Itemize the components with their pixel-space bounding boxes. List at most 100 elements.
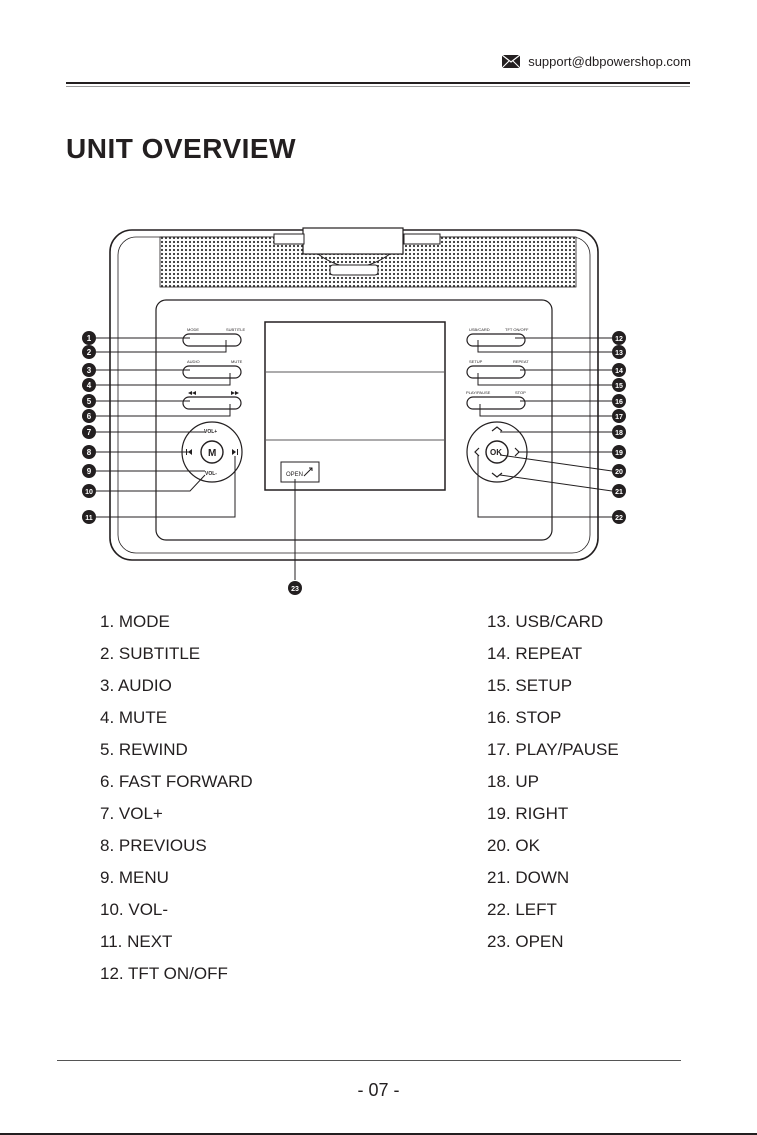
legend-item: 7. VOL+ [100, 804, 163, 823]
legend-item: 20. OK [487, 836, 540, 855]
play-pause-label: PLAY/PAUSE [466, 390, 491, 395]
callout-18: 18 [612, 425, 626, 439]
mute-label: MUTE [231, 359, 243, 364]
svg-text:17: 17 [615, 414, 623, 421]
callout-12: 12 [612, 331, 626, 345]
legend-item: 13. USB/CARD [487, 612, 604, 631]
legend-item: 22. LEFT [487, 900, 557, 919]
rewind-fastforward-button[interactable] [182, 396, 242, 410]
next-icon [232, 449, 238, 455]
legend-item: 18. UP [487, 772, 539, 791]
callout-7: 7 [82, 425, 96, 439]
legend-item: 2. SUBTITLE [100, 644, 201, 663]
svg-text:11: 11 [85, 515, 93, 522]
svg-text:10: 10 [85, 489, 93, 496]
legend-item: 17. PLAY/PAUSE [487, 740, 619, 759]
vol-plus-label: VOL+ [204, 429, 217, 435]
svg-text:18: 18 [615, 430, 623, 437]
mode-subtitle-button[interactable] [182, 333, 242, 347]
open-button[interactable] [280, 461, 320, 483]
callout-10: 10 [82, 484, 96, 498]
speaker-slot [329, 264, 379, 276]
down-arrow-icon [491, 472, 503, 478]
legend-left: 1. MODE 2. SUBTITLE 3. AUDIO 4. MUTE 5. … [100, 612, 253, 996]
callout-8: 8 [82, 445, 96, 459]
callout-1: 1 [82, 331, 96, 345]
legend-item: 14. REPEAT [487, 644, 583, 663]
header-rule-thin [66, 86, 690, 87]
menu-button[interactable] [200, 440, 224, 464]
lid-latch [302, 227, 404, 255]
svg-text:9: 9 [87, 467, 92, 476]
ok-button[interactable] [485, 440, 509, 464]
svg-text:22: 22 [615, 515, 623, 522]
callout-3: 3 [82, 363, 96, 377]
footer-rule [57, 1060, 681, 1061]
callout-14: 14 [612, 363, 626, 377]
header-rule [66, 82, 690, 84]
open-arrow-icon [303, 467, 313, 477]
callout-9: 9 [82, 464, 96, 478]
svg-text:14: 14 [615, 368, 623, 375]
svg-text:7: 7 [87, 428, 92, 437]
legend-item: 23. OPEN [487, 932, 564, 951]
subtitle-label: SUBTITLE [226, 327, 245, 332]
callout-16: 16 [612, 394, 626, 408]
header-email: support@dbpowershop.com [502, 54, 691, 69]
page-title: UNIT OVERVIEW [66, 133, 297, 164]
hinge-right [403, 233, 441, 245]
svg-text:12: 12 [615, 336, 623, 343]
device-diagram: OPEN MODE SUBTITLE AUDIO MUTE M VOL+ VOL… [82, 227, 626, 595]
callout-21: 21 [612, 484, 626, 498]
repeat-label: REPEAT [513, 359, 529, 364]
legend-item: 19. RIGHT [487, 804, 569, 823]
svg-text:2: 2 [87, 348, 92, 357]
callout-20: 20 [612, 464, 626, 478]
svg-text:8: 8 [87, 448, 92, 457]
left-arrow-icon [474, 447, 480, 457]
left-button-group [182, 333, 242, 410]
right-button-group [466, 333, 526, 410]
callout-11: 11 [82, 510, 96, 524]
email-address: support@dbpowershop.com [528, 54, 691, 69]
right-leader-lines [294, 337, 613, 580]
bottom-rule [0, 1133, 757, 1135]
callout-5: 5 [82, 394, 96, 408]
svg-text:1: 1 [87, 334, 92, 343]
svg-text:6: 6 [87, 412, 92, 421]
ok-key-label: OK [490, 448, 502, 457]
open-label: OPEN [286, 472, 303, 478]
svg-text:5: 5 [87, 397, 92, 406]
stop-label: STOP [515, 390, 526, 395]
legend-item: 1. MODE [100, 612, 170, 631]
play-stop-button[interactable] [466, 396, 526, 410]
svg-text:16: 16 [615, 399, 623, 406]
callout-6: 6 [82, 409, 96, 423]
callout-19: 19 [612, 445, 626, 459]
callout-17: 17 [612, 409, 626, 423]
legend-right: 13. USB/CARD 14. REPEAT 15. SETUP 16. ST… [487, 612, 619, 964]
menu-key-label: M [208, 448, 216, 459]
usb-tft-button[interactable] [466, 333, 526, 347]
callout-4: 4 [82, 378, 96, 392]
legend-item: 16. STOP [487, 708, 562, 727]
svg-text:21: 21 [615, 489, 623, 496]
svg-text:23: 23 [291, 586, 299, 593]
legend-item: 11. NEXT [100, 932, 173, 951]
left-leader-lines [96, 337, 236, 518]
audio-mute-button[interactable] [182, 365, 242, 379]
legend-item: 15. SETUP [487, 676, 573, 695]
legend-item: 6. FAST FORWARD [100, 772, 253, 791]
svg-text:20: 20 [615, 469, 623, 476]
fast-forward-icon [231, 391, 239, 395]
callout-23: 23 [288, 581, 302, 595]
mode-label: MODE [187, 327, 199, 332]
hinge-left [273, 233, 305, 245]
callout-22: 22 [612, 510, 626, 524]
callouts-right: 12 13 14 15 16 17 18 19 20 21 22 23 [288, 331, 626, 595]
callouts-left: 1 2 3 4 5 6 7 8 9 10 11 [82, 331, 96, 524]
setup-repeat-button[interactable] [466, 365, 526, 379]
setup-label: SETUP [469, 359, 483, 364]
legend-item: 8. PREVIOUS [100, 836, 207, 855]
callout-2: 2 [82, 345, 96, 359]
